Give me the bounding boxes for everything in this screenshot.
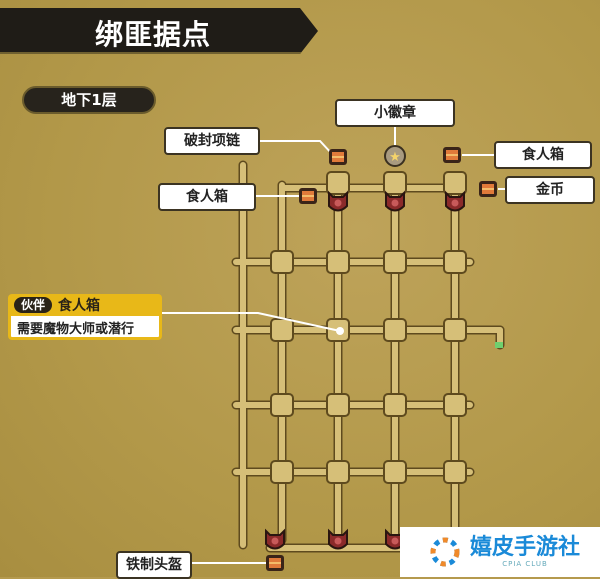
- room-node: [443, 318, 467, 342]
- room-node: [443, 460, 467, 484]
- treasure-chest-icon[interactable]: [329, 149, 347, 165]
- watermark-logo-icon: [430, 537, 460, 567]
- monster-pot-icon[interactable]: [385, 190, 405, 212]
- room-node: [383, 460, 407, 484]
- room-node: [383, 171, 407, 195]
- exit-marker-icon[interactable]: [495, 342, 503, 348]
- companion-location-marker[interactable]: [336, 327, 344, 335]
- monster-pot-icon[interactable]: [328, 190, 348, 212]
- treasure-chest-icon[interactable]: [266, 555, 284, 571]
- label-mimic-left: 食人箱: [158, 183, 256, 211]
- room-node: [326, 460, 350, 484]
- room-node: [326, 393, 350, 417]
- room-node: [326, 250, 350, 274]
- room-node: [270, 250, 294, 274]
- label-gold: 金币: [505, 176, 595, 204]
- room-node: [443, 393, 467, 417]
- room-node: [443, 250, 467, 274]
- treasure-chest-icon[interactable]: [443, 147, 461, 163]
- room-node: [383, 318, 407, 342]
- room-node: [326, 171, 350, 195]
- companion-callout: 伙伴食人箱 需要魔物大师或潜行: [8, 294, 162, 340]
- room-node: [383, 250, 407, 274]
- monster-pot-icon[interactable]: [328, 528, 348, 550]
- floor-tab[interactable]: 地下1层: [22, 86, 156, 114]
- watermark-sub: CPIA CLUB: [502, 560, 548, 568]
- room-node: [270, 393, 294, 417]
- companion-name: 食人箱: [58, 298, 101, 314]
- watermark-name: 嬉皮手游社: [470, 535, 581, 560]
- svg-text:★: ★: [389, 150, 401, 165]
- area-title-banner: 绑匪据点: [0, 8, 318, 54]
- treasure-chest-icon[interactable]: [299, 188, 317, 204]
- label-seal-necklace: 破封项链: [164, 127, 260, 155]
- monster-pot-icon[interactable]: [265, 528, 285, 550]
- label-iron-helmet: 铁制头盔: [116, 551, 192, 579]
- medal-star-icon[interactable]: ★: [384, 145, 406, 167]
- monster-pot-icon[interactable]: [445, 190, 465, 212]
- label-mimic-top-right: 食人箱: [494, 141, 592, 169]
- companion-requirement: 需要魔物大师或潜行: [8, 316, 162, 340]
- area-title: 绑匪据点: [95, 18, 212, 51]
- room-node: [270, 318, 294, 342]
- room-node: [383, 393, 407, 417]
- treasure-chest-icon[interactable]: [479, 181, 497, 197]
- label-small-medal: 小徽章: [335, 99, 455, 127]
- room-node: [270, 460, 294, 484]
- room-node: [443, 171, 467, 195]
- companion-tag: 伙伴: [14, 297, 53, 313]
